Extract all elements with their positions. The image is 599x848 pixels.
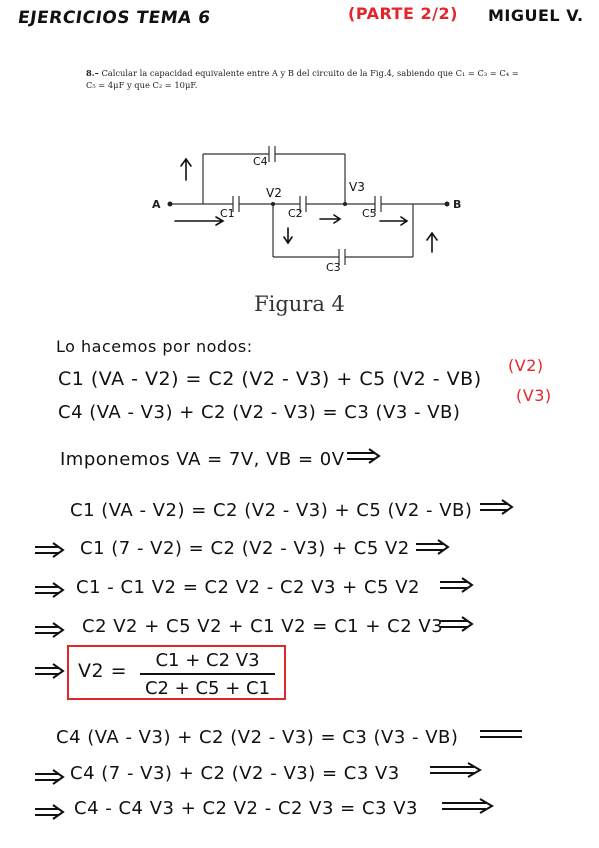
problem-number: 8.– [86, 68, 99, 78]
result-fraction: C1 + C2 V3 C2 + C5 + C1 [140, 650, 275, 699]
label-c2: C2 [288, 207, 303, 220]
arrow-down-v2 [283, 227, 293, 245]
derivation2-line-1: C4 (VA - V3) + C2 (V2 - V3) = C3 (V3 - V… [56, 727, 459, 748]
label-v2: V2 [266, 186, 282, 200]
figure-caption: Figura 4 [254, 292, 345, 316]
arrow-up-right [426, 231, 438, 253]
implies-arrow-6-right [442, 798, 494, 814]
intro-line: Lo hacemos por nodos: [56, 337, 253, 356]
implies-arrow-3-left [35, 582, 65, 598]
result-denominator: C2 + C5 + C1 [144, 678, 271, 699]
node-b-dot [444, 201, 450, 207]
equation-1: C1 (VA - V2) = C2 (V2 - V3) + C5 (V2 - V… [58, 368, 482, 390]
node-v2-dot [271, 202, 275, 206]
result-box [67, 645, 286, 700]
implies-arrow-4-left [35, 622, 65, 638]
derivation-line-3: C1 - C1 V2 = C2 V2 - C2 V3 + C5 V2 [76, 577, 420, 598]
implies-arrow-4-right [440, 616, 474, 632]
label-c3: C3 [326, 261, 341, 274]
implies-arrow-2-left [35, 542, 65, 558]
implies-arrow-impose [347, 448, 381, 464]
derivation-line-2: C1 (7 - V2) = C2 (V2 - V3) + C5 V2 [80, 538, 410, 559]
label-v3: V3 [349, 180, 365, 194]
side-note-v3: (V3) [516, 386, 552, 405]
side-note-v2: (V2) [508, 356, 544, 375]
implies-arrow-1 [480, 499, 514, 515]
implies-arrow-6-left [35, 804, 65, 820]
node-a-dot [167, 201, 173, 207]
arrow-up-left [180, 157, 192, 181]
implies-arrow-3-right [440, 577, 474, 593]
derivation-line-1: C1 (VA - V2) = C2 (V2 - V3) + C5 (V2 - V… [70, 500, 473, 521]
part-label: (PARTE 2/2) [348, 4, 458, 23]
current-arrows [174, 157, 438, 253]
problem-statement: 8.– Calcular la capacidad equivalente en… [86, 67, 526, 91]
long-arrow-1 [480, 730, 522, 738]
author-name: MIGUEL V. [488, 6, 584, 25]
node-b-label: B [453, 198, 461, 211]
node-a-label: A [152, 198, 161, 211]
derivation2-line-2: C4 (7 - V3) + C2 (V2 - V3) = C3 V3 [70, 763, 400, 784]
derivation-line-4: C2 V2 + C5 V2 + C1 V2 = C1 + C2 V3 [82, 616, 444, 637]
arrow-right-c5 [379, 216, 409, 226]
circuit-diagram: A B C4 C1 V2 C2 V3 C5 C3 [152, 146, 461, 274]
problem-text: Calcular la capacidad equivalente entre … [86, 68, 519, 90]
impose-line: Imponemos VA = 7V, VB = 0V [60, 449, 345, 470]
result-lhs: V2 = [78, 660, 128, 682]
implies-arrow-5-right [430, 762, 482, 778]
label-c1: C1 [220, 207, 235, 220]
result-numerator: C1 + C2 V3 [140, 650, 275, 675]
label-c5: C5 [362, 207, 377, 220]
node-v3-dot [343, 202, 347, 206]
implies-arrow-5-left [35, 769, 65, 785]
arrow-right-c2 [319, 214, 342, 224]
label-c4: C4 [253, 155, 268, 168]
derivation2-line-3: C4 - C4 V3 + C2 V2 - C2 V3 = C3 V3 [74, 798, 418, 819]
equation-2: C4 (VA - V3) + C2 (V2 - V3) = C3 (V3 - V… [58, 402, 461, 423]
arrow-right-a [174, 216, 225, 226]
implies-arrow-2-right [416, 539, 450, 555]
implies-arrow-result [35, 663, 65, 679]
